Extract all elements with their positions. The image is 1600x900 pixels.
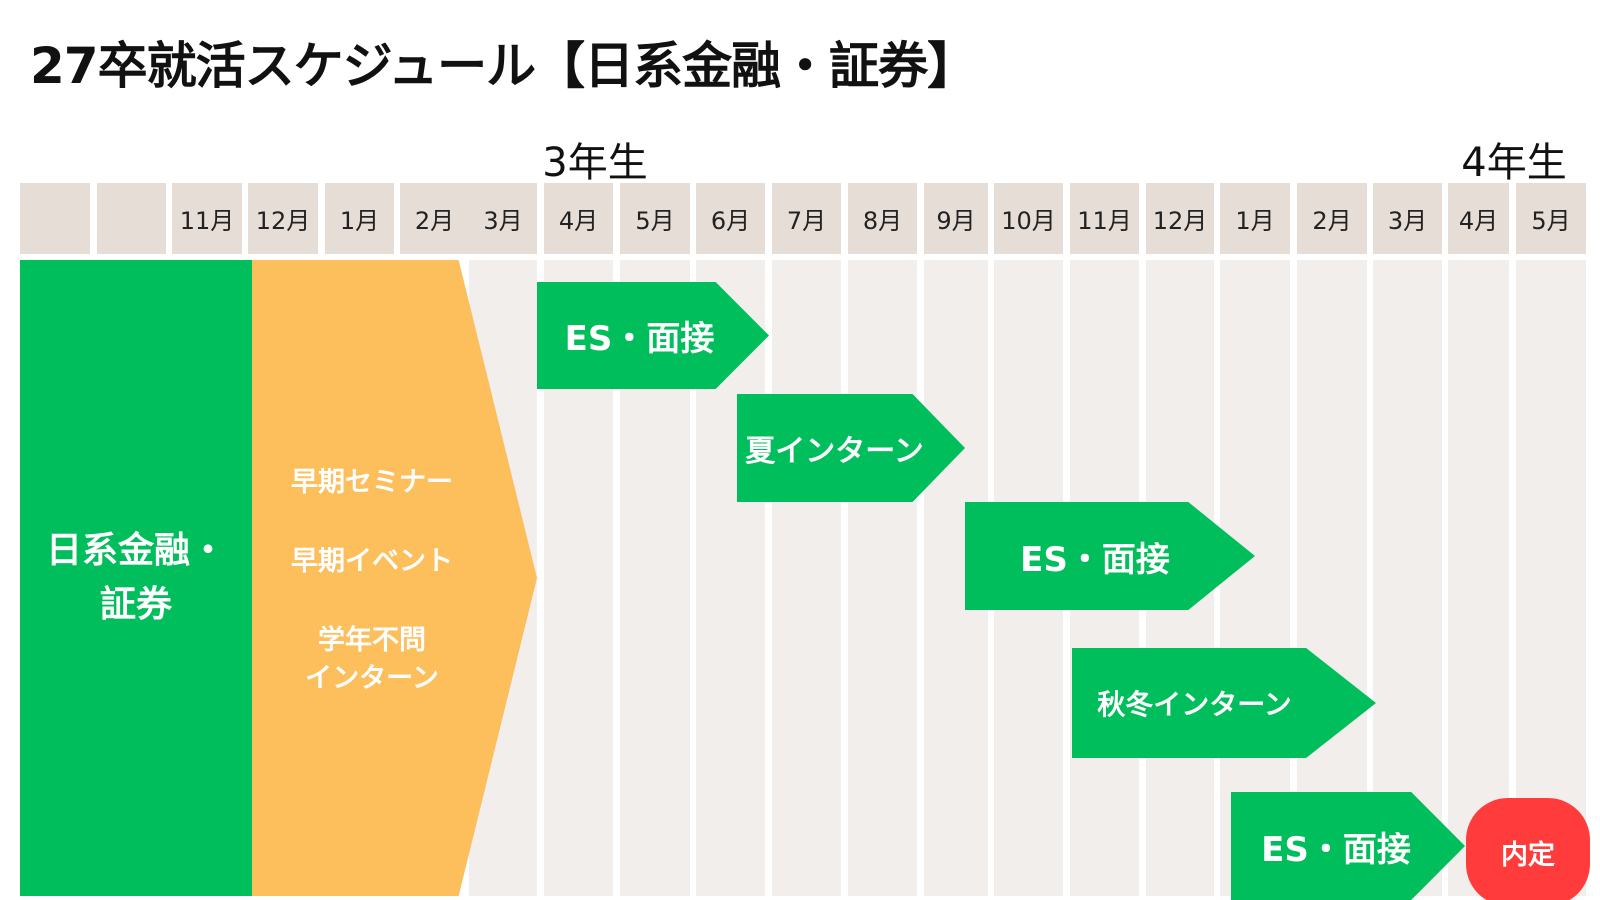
phase-label-autumn-winter-internship: 秋冬インターン [1097, 688, 1292, 721]
month-cell-6: 3月 [469, 183, 537, 254]
year-label-third: 3年生 [542, 140, 648, 186]
month-cell-15: 12月 [1146, 183, 1214, 254]
month-cell-10: 7月 [772, 183, 841, 254]
month-cell-16: 1月 [1220, 183, 1290, 254]
month-cell-11: 8月 [848, 183, 917, 254]
phase-arrow-autumn-winter-internship [1072, 648, 1376, 758]
month-cell-1 [97, 183, 166, 254]
phase-label-es-interview-2: ES・面接 [1020, 539, 1170, 580]
phase-arrow-es-interview-2 [965, 502, 1255, 610]
early-item-internship-line1: 学年不問 [318, 625, 426, 656]
category-label: 日系金融・ 証券 [46, 524, 226, 632]
month-cell-12: 9月 [924, 183, 988, 254]
column-bg [1220, 260, 1290, 896]
month-cell-17: 2月 [1297, 183, 1367, 254]
phase-label-es-interview-3: ES・面接 [1261, 829, 1411, 870]
column-bg [848, 260, 917, 896]
early-item-seminar: 早期セミナー [291, 467, 453, 498]
month-header-row: 11月 12月 1月 2月 3月 4月 5月 6月 7月 8月 9月 10月 1… [0, 183, 1600, 254]
month-cell-14: 11月 [1070, 183, 1139, 254]
month-cell-7: 4月 [544, 183, 613, 254]
page-title: 27卒就活スケジュール【日系金融・証券】 [30, 37, 977, 95]
phase-arrow-summer-internship [737, 394, 965, 502]
month-cell-2: 11月 [172, 183, 242, 254]
phase-label-summer-internship: 夏インターン [745, 434, 924, 469]
month-cell-3: 12月 [248, 183, 318, 254]
month-cell-13: 10月 [994, 183, 1063, 254]
early-item-event: 早期イベント [291, 546, 453, 577]
month-cell-18: 3月 [1373, 183, 1442, 254]
early-item-internship-line2: インターン [305, 663, 439, 694]
column-bg [772, 260, 841, 896]
column-bg [1448, 260, 1509, 896]
column-bg [1297, 260, 1367, 896]
month-cell-19: 4月 [1448, 183, 1509, 254]
offer-badge: 内定 [1466, 798, 1590, 900]
month-cell-9: 6月 [696, 183, 765, 254]
category-line-1: 日系金融・ [45, 530, 226, 571]
phase-arrow-es-interview-1 [537, 282, 769, 389]
month-cell-20: 5月 [1516, 183, 1586, 254]
month-cell-0 [20, 183, 90, 254]
column-bg [1516, 260, 1586, 896]
category-line-2: 証券 [99, 584, 172, 625]
year-label-fourth: 4年生 [1461, 140, 1567, 186]
month-cell-4: 1月 [325, 183, 394, 254]
category-block: 日系金融・ 証券 [20, 260, 252, 896]
phase-label-es-interview-1: ES・面接 [564, 319, 715, 359]
phase-arrow-es-interview-3 [1231, 792, 1465, 900]
month-cell-5: 2月 [400, 183, 469, 254]
month-cell-8: 5月 [620, 183, 690, 254]
column-bg [1373, 260, 1442, 896]
